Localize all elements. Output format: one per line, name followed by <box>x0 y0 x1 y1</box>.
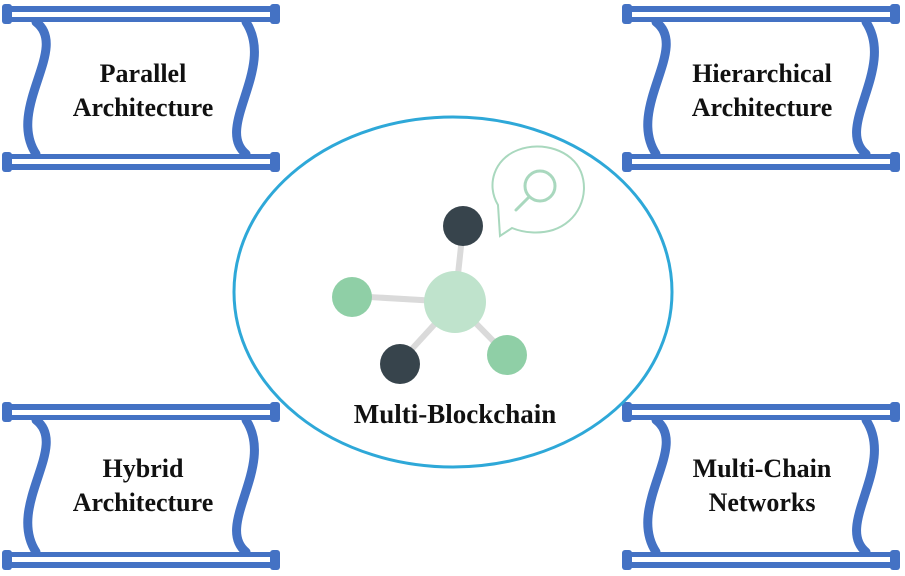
center-label: Multi-Blockchain <box>354 399 557 429</box>
search-bubble-icon <box>491 145 585 238</box>
scroll-hybrid-architecture: Hybrid Architecture <box>2 402 280 570</box>
scroll-title-line2: Architecture <box>73 488 214 517</box>
node-dark <box>380 344 420 384</box>
scroll-title-line1: Parallel <box>100 59 187 88</box>
scroll-title-line2: Architecture <box>73 93 214 122</box>
scroll-parallel-architecture: Parallel Architecture <box>2 4 280 172</box>
scroll-title-line2: Networks <box>709 488 816 517</box>
node-dark <box>443 206 483 246</box>
node-center <box>424 271 486 333</box>
node-green <box>332 277 372 317</box>
scroll-multi-chain-networks: Multi-Chain Networks <box>622 402 900 570</box>
scroll-hierarchical-architecture: Hierarchical Architecture <box>622 4 900 172</box>
node-green <box>487 335 527 375</box>
scroll-title-line1: Multi-Chain <box>693 454 832 483</box>
scroll-title-line1: Hybrid <box>103 454 184 483</box>
scroll-title-line2: Architecture <box>692 93 833 122</box>
scroll-title-line1: Hierarchical <box>692 59 832 88</box>
network-nodes-icon <box>332 206 527 384</box>
